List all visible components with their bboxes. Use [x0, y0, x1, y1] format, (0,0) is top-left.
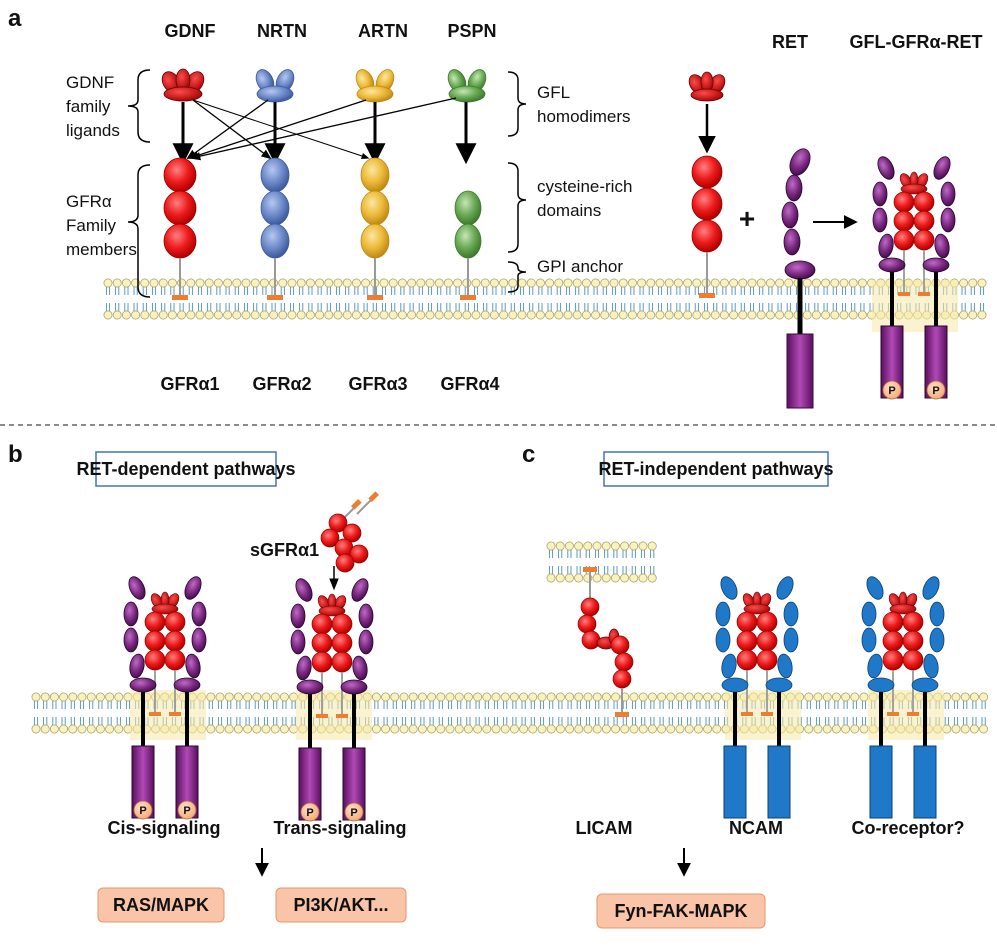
ligand-name-artn: ARTN — [358, 21, 408, 41]
gfra4-domains — [454, 190, 482, 300]
membrane-l1cam-cell — [546, 541, 657, 583]
artn-dimer-icon — [355, 69, 395, 103]
membrane-highlights — [130, 280, 958, 740]
gfra3-domains — [360, 157, 390, 300]
receptor-name-gfra2: GFRα2 — [252, 374, 311, 394]
soluble-gfra1-icon — [320, 491, 379, 573]
ligand-name-nrtn: NRTN — [257, 21, 307, 41]
cis-signaling-label: Cis-signaling — [107, 818, 220, 838]
l1cam-label: LICAM — [576, 818, 633, 838]
ligand-names: GDNF NRTN ARTN PSPN — [165, 21, 497, 41]
co-receptor-complex — [861, 576, 945, 819]
panel-label-c: c — [522, 441, 535, 468]
ret-dependent-box — [95, 451, 277, 487]
ret-monomer — [781, 148, 816, 409]
co-receptor-label: Co-receptor? — [851, 818, 964, 838]
ncam-complex — [715, 576, 799, 819]
ligand-group-label: GDNF family ligands — [66, 73, 120, 140]
ret-independent-box — [603, 451, 829, 487]
phosphate-icon: P — [177, 800, 197, 820]
trans-signaling-label: Trans-signaling — [273, 818, 406, 838]
fyn-fak-mapk-label: Fyn-FAK-MAPK — [615, 901, 748, 921]
fyn-fak-mapk-box — [596, 893, 766, 929]
phosphate-icon: P — [344, 802, 364, 822]
ncam-label: NCAM — [729, 818, 783, 838]
gfra1-domains — [163, 157, 197, 300]
phosphate-label: P — [183, 805, 190, 817]
phosphate-label: P — [932, 385, 939, 397]
right-braces — [507, 71, 527, 293]
complex-label: GFL-GFRα-RET — [849, 32, 982, 52]
ret-dependent-title: RET-dependent pathways — [76, 459, 295, 479]
phosphate-icon: P — [882, 380, 902, 400]
soluble-gfra1-label: sGFRα1 — [250, 540, 319, 560]
pi3k-akt-label: PI3K/AKT... — [293, 895, 388, 915]
pi3k-akt-box — [275, 887, 407, 923]
plus-sign: + — [739, 203, 755, 234]
gfl-dimer-icon — [688, 71, 726, 102]
gpi-anchor-label: GPI anchor — [537, 257, 623, 276]
ret-label: RET — [772, 32, 808, 52]
ret-independent-title: RET-independent pathways — [598, 459, 833, 479]
l1cam-gfra1-icon — [577, 567, 634, 717]
nrtn-dimer-icon — [255, 69, 295, 103]
receptor-names: GFRα1 GFRα2 GFRα3 GFRα4 — [160, 374, 499, 394]
membrane-panel-a — [103, 278, 987, 320]
phosphate-icon: P — [133, 800, 153, 820]
receptor-group-label: GFRα Family members — [66, 192, 137, 259]
pspn-dimer-icon — [447, 69, 487, 103]
phosphate-label: P — [888, 385, 895, 397]
left-braces — [127, 69, 151, 298]
panel-label-b: b — [8, 441, 23, 468]
gfra2-domains — [260, 157, 290, 300]
phosphate-icon: P — [926, 380, 946, 400]
phosphate-label: P — [350, 807, 357, 819]
panel-label-a: a — [8, 5, 22, 32]
gdnf-dimer-icon — [161, 68, 205, 102]
ras-mapk-box — [97, 887, 225, 923]
ligand-name-gdnf: GDNF — [165, 21, 216, 41]
homodimers-label: GFL homodimers — [537, 83, 631, 126]
binding-arrows — [172, 97, 477, 165]
ras-mapk-label: RAS/MAPK — [113, 895, 209, 915]
receptor-name-gfra4: GFRα4 — [440, 374, 499, 394]
domains-label: cysteine-rich domains — [537, 177, 637, 220]
receptor-name-gfra3: GFRα3 — [348, 374, 407, 394]
phosphate-label: P — [139, 805, 146, 817]
ligand-name-pspn: PSPN — [447, 21, 496, 41]
phosphate-icon: P — [300, 802, 320, 822]
receptor-name-gfra1: GFRα1 — [160, 374, 219, 394]
gfra1-receptor — [691, 155, 723, 298]
phosphate-label: P — [306, 807, 313, 819]
